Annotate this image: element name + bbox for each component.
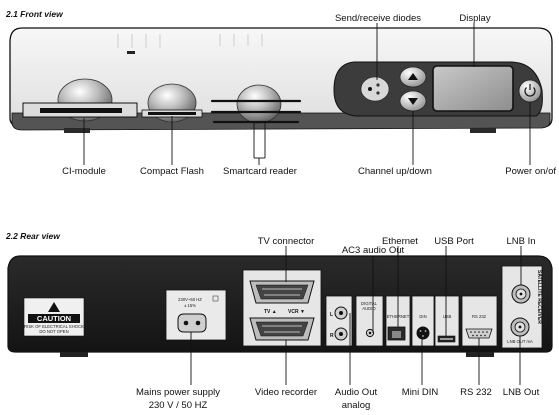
front-view: 2.1 Front view [5,9,556,177]
audio-r-mark: R [330,333,334,339]
label-ethernet: Ethernet [382,236,418,247]
label-tv-connector: TV connector [258,236,315,247]
mains-plate: 230V~50 HZ ± 15% [165,289,227,341]
vent-marks [117,34,263,48]
label-compact-flash: Compact Flash [140,166,204,177]
label-audio-out-2: analog [342,400,371,411]
label-power: Power on/of [505,166,556,177]
channel-up-button[interactable] [399,66,427,88]
compact-flash-slot[interactable] [148,112,196,115]
satellite-plate: LNB OUT mA SATELLITE RECEIVER [501,265,543,349]
scart-vcr[interactable] [249,317,315,341]
display-screen [432,65,514,112]
caution-text: CAUTION [37,314,71,323]
foot-right [470,128,496,133]
label-mains-2: 230 V / 50 HZ [149,400,208,411]
tv-mark: TV ▲ [264,309,277,315]
label-usb-port: USB Port [434,236,474,247]
digital-audio-plate: DIGITAL AUDIO [355,295,384,347]
satellite-receiver-mark: SATELLITE RECEIVER [536,270,542,324]
power-button[interactable] [518,79,542,103]
label-video-recorder: Video recorder [255,387,317,398]
smartcard-slot[interactable] [210,99,302,124]
front-view-title: 2.1 Front view [5,9,64,19]
top-notch [127,51,135,54]
rs232-mark: RS 232 [472,314,487,319]
ci-module-slot[interactable] [40,108,122,113]
diode-send-icon [368,87,372,91]
label-audio-out-1: Audio Out [335,387,378,398]
digital-audio-mark-1: DIGITAL [361,301,378,306]
rs232-jack[interactable] [465,328,493,339]
label-send-receive: Send/receive diodes [335,13,421,24]
label-lnb-out: LNB Out [503,387,540,398]
foot-left [64,128,90,133]
label-channel: Channel up/down [358,166,432,177]
mains-rating-2: ± 15% [184,303,196,308]
caution-sub-2: DO NOT OPEN [39,329,68,334]
rear-foot-left [60,352,88,357]
digital-audio-mark-2: AUDIO [362,306,376,311]
vcr-mark: VCR ▼ [288,309,305,315]
warning-icon [48,302,60,312]
lnb-out-jack[interactable] [510,317,530,337]
front-leaders [83,23,531,165]
label-display: Display [459,13,490,24]
label-lnb-in: LNB In [506,236,535,247]
rear-foot-right [466,352,494,357]
diode-aux-icon [376,91,380,95]
diodes-window [360,76,390,102]
power-icon [524,87,536,97]
arrow-up-icon [408,73,418,80]
ethernet-jack[interactable] [387,326,406,341]
label-mini-din: Mini DIN [402,387,439,398]
rear-leaders [190,246,522,385]
caution-label: CAUTION RISK OF ELECTRICAL SHOCK DO NOT … [23,297,85,337]
mains-socket[interactable] [177,313,207,333]
audio-l-mark: L [330,312,333,318]
caution-sub-1: RISK OF ELECTRICAL SHOCK [24,324,84,329]
rs232-plate: RS 232 [461,295,498,347]
class-ii-icon [212,295,219,302]
rear-view-title: 2.2 Rear view [5,231,61,241]
lnb-in-jack[interactable] [511,284,531,304]
diode-receive-icon [376,83,380,87]
audio-plate: L R [325,295,353,347]
scart-plate: TV ▲ VCR ▼ [242,269,322,347]
din-mark: DIN [419,314,426,319]
usb-mark: USB [443,314,452,319]
mini-din-jack[interactable] [416,326,430,340]
label-smartcard: Smartcard reader [223,166,297,177]
scart-tv[interactable] [249,280,315,304]
arrow-down-icon [408,98,418,105]
rear-view: 2.2 Rear view CAUTION RISK OF ELECTRICAL… [5,231,553,411]
mains-rating-1: 230V~50 HZ [178,297,202,302]
label-ci-module: CI-module [62,166,106,177]
label-mains-1: Mains power supply [136,387,220,398]
channel-down-button[interactable] [399,90,427,112]
din-plate: DIN [411,295,435,347]
smartcard-dome [236,84,282,124]
label-rs232: RS 232 [460,387,492,398]
label-ac3: AC3 audio Out [342,245,405,256]
usb-plate: USB [434,295,460,347]
